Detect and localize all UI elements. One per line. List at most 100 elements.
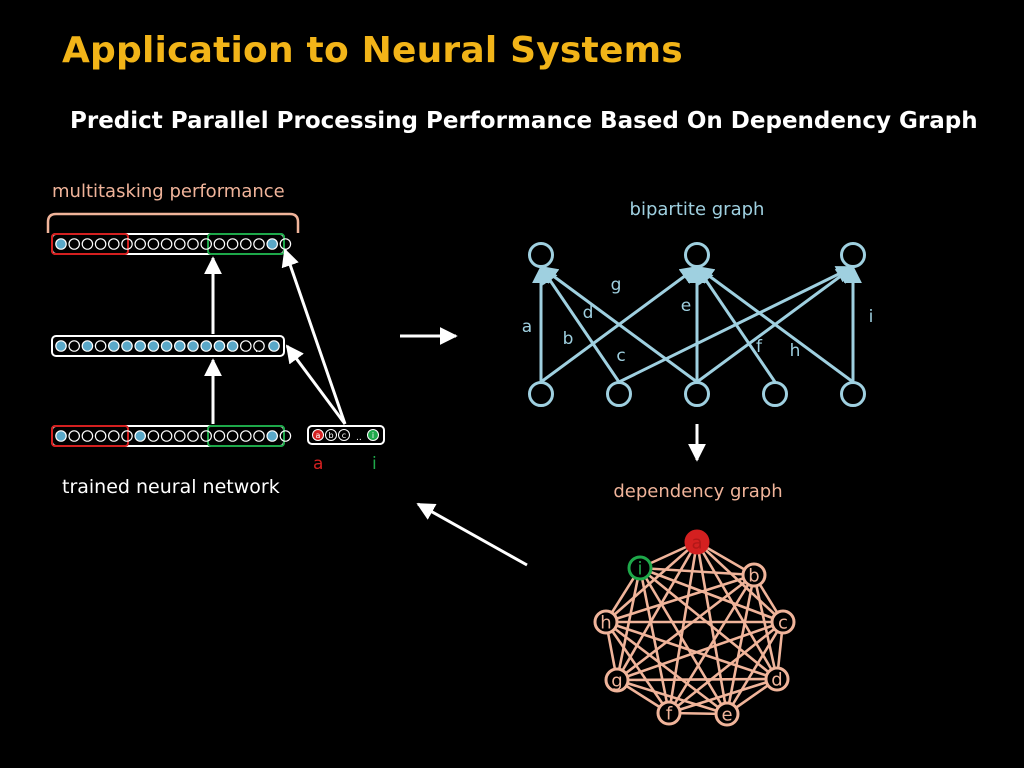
multitasking-performance-label: multitasking performance — [52, 181, 285, 202]
output-units — [55, 238, 292, 250]
dependency-node-d: d — [764, 666, 790, 692]
bipartite-edges — [532, 265, 862, 384]
dependency-edge-d-h — [605, 620, 778, 681]
svg-text:f: f — [666, 704, 673, 725]
output-layer — [51, 233, 285, 255]
output-unit — [174, 238, 186, 250]
bipartite-edge-h — [695, 265, 777, 383]
task-unit-a: a — [312, 429, 324, 441]
input-unit — [226, 430, 239, 442]
hidden-units — [55, 340, 280, 352]
bipartite-edge-b — [539, 265, 621, 383]
input-unit — [187, 430, 199, 442]
dependency-edge-f-i — [638, 567, 671, 714]
task-label-a: a — [313, 454, 323, 474]
bipartite-edge-label-a: a — [522, 317, 532, 337]
bipartite-edge-label-h: h — [790, 341, 801, 361]
dependency-edge-e-i — [638, 567, 729, 715]
output-unit — [279, 238, 292, 250]
slide-title: Application to Neural Systems — [62, 30, 683, 71]
bipartite-bottom-node — [762, 381, 788, 407]
dependency-edge-d-f — [668, 677, 778, 715]
input-unit — [213, 430, 226, 442]
svg-text:c: c — [778, 613, 788, 634]
output-group-a — [51, 233, 129, 255]
bipartite-graph-label: bipartite graph — [630, 199, 765, 220]
bipartite-edge-label-g: g — [611, 275, 622, 295]
hidden-ellipsis: .. — [255, 344, 261, 355]
input-unit — [200, 430, 212, 442]
dependency-to-network-arrow — [416, 502, 528, 567]
output-unit — [253, 238, 265, 250]
hidden-unit — [108, 340, 120, 352]
dependency-node-c: c — [770, 609, 796, 635]
svg-text:a: a — [316, 431, 321, 440]
bipartite-edge-extra — [695, 265, 854, 384]
output-unit — [121, 238, 133, 250]
svg-text:b: b — [748, 566, 759, 587]
task-to-output-arrow — [281, 248, 347, 425]
dependency-edge-b-f — [667, 574, 756, 714]
output-unit — [81, 238, 94, 250]
input-unit — [147, 430, 160, 442]
output-unit — [94, 238, 107, 250]
dependency-node-b: b — [741, 562, 767, 588]
neural-network: multitasking performance .. a b c .. — [46, 181, 385, 498]
hidden-unit — [81, 340, 94, 352]
svg-text:b: b — [328, 431, 333, 440]
dependency-node-i: i — [627, 555, 653, 581]
dependency-edge-d-g — [616, 677, 778, 682]
dependency-edge-a-c — [696, 541, 784, 623]
dependency-edge-e-g — [616, 678, 728, 716]
hidden-unit — [94, 340, 107, 352]
bipartite-edge-label-e: e — [681, 296, 691, 316]
hidden-unit — [213, 340, 226, 352]
output-unit — [160, 238, 173, 250]
bipartite-top-node — [528, 242, 554, 268]
input-unit — [108, 430, 120, 442]
input-unit — [68, 430, 80, 442]
output-unit — [134, 238, 146, 250]
bipartite-bottom-node — [528, 381, 554, 407]
dependency-node-f: f — [656, 700, 682, 726]
hidden-unit — [253, 340, 265, 352]
hidden-unit — [134, 340, 146, 352]
task-input-layer — [307, 425, 385, 445]
output-unit — [68, 238, 80, 250]
bipartite-edge-label-i: i — [869, 307, 874, 327]
input-unit — [174, 430, 186, 442]
output-group-i — [207, 233, 285, 255]
task-unit-b: b — [325, 429, 337, 441]
hidden-unit — [147, 340, 160, 352]
dependency-edge-d-i — [639, 566, 778, 681]
output-unit — [55, 238, 67, 250]
task-to-hidden-arrow — [285, 344, 347, 425]
task-unit-c: c — [338, 429, 350, 441]
input-unit — [55, 430, 67, 442]
dependency-node-g: g — [604, 667, 630, 693]
svg-text:c: c — [342, 431, 346, 440]
input-group-i — [207, 425, 285, 447]
dependency-edge-c-g — [616, 620, 784, 682]
dependency-edge-b-i — [639, 566, 755, 577]
hidden-unit — [268, 340, 280, 352]
hidden-unit — [174, 340, 186, 352]
input-layer — [51, 425, 285, 447]
input-group-a — [51, 425, 129, 447]
input-unit — [134, 430, 146, 442]
dependency-edge-f-h — [604, 621, 671, 714]
bipartite-top-node — [840, 242, 866, 268]
output-unit — [213, 238, 226, 250]
output-unit — [147, 238, 160, 250]
bipartite-nodes — [528, 242, 866, 407]
output-unit — [226, 238, 239, 250]
output-unit — [108, 238, 120, 250]
task-label-i: i — [372, 454, 377, 474]
task-ellipsis: .. — [356, 433, 362, 443]
input-unit — [279, 430, 292, 442]
hidden-layer — [51, 335, 285, 357]
svg-text:h: h — [600, 613, 611, 634]
